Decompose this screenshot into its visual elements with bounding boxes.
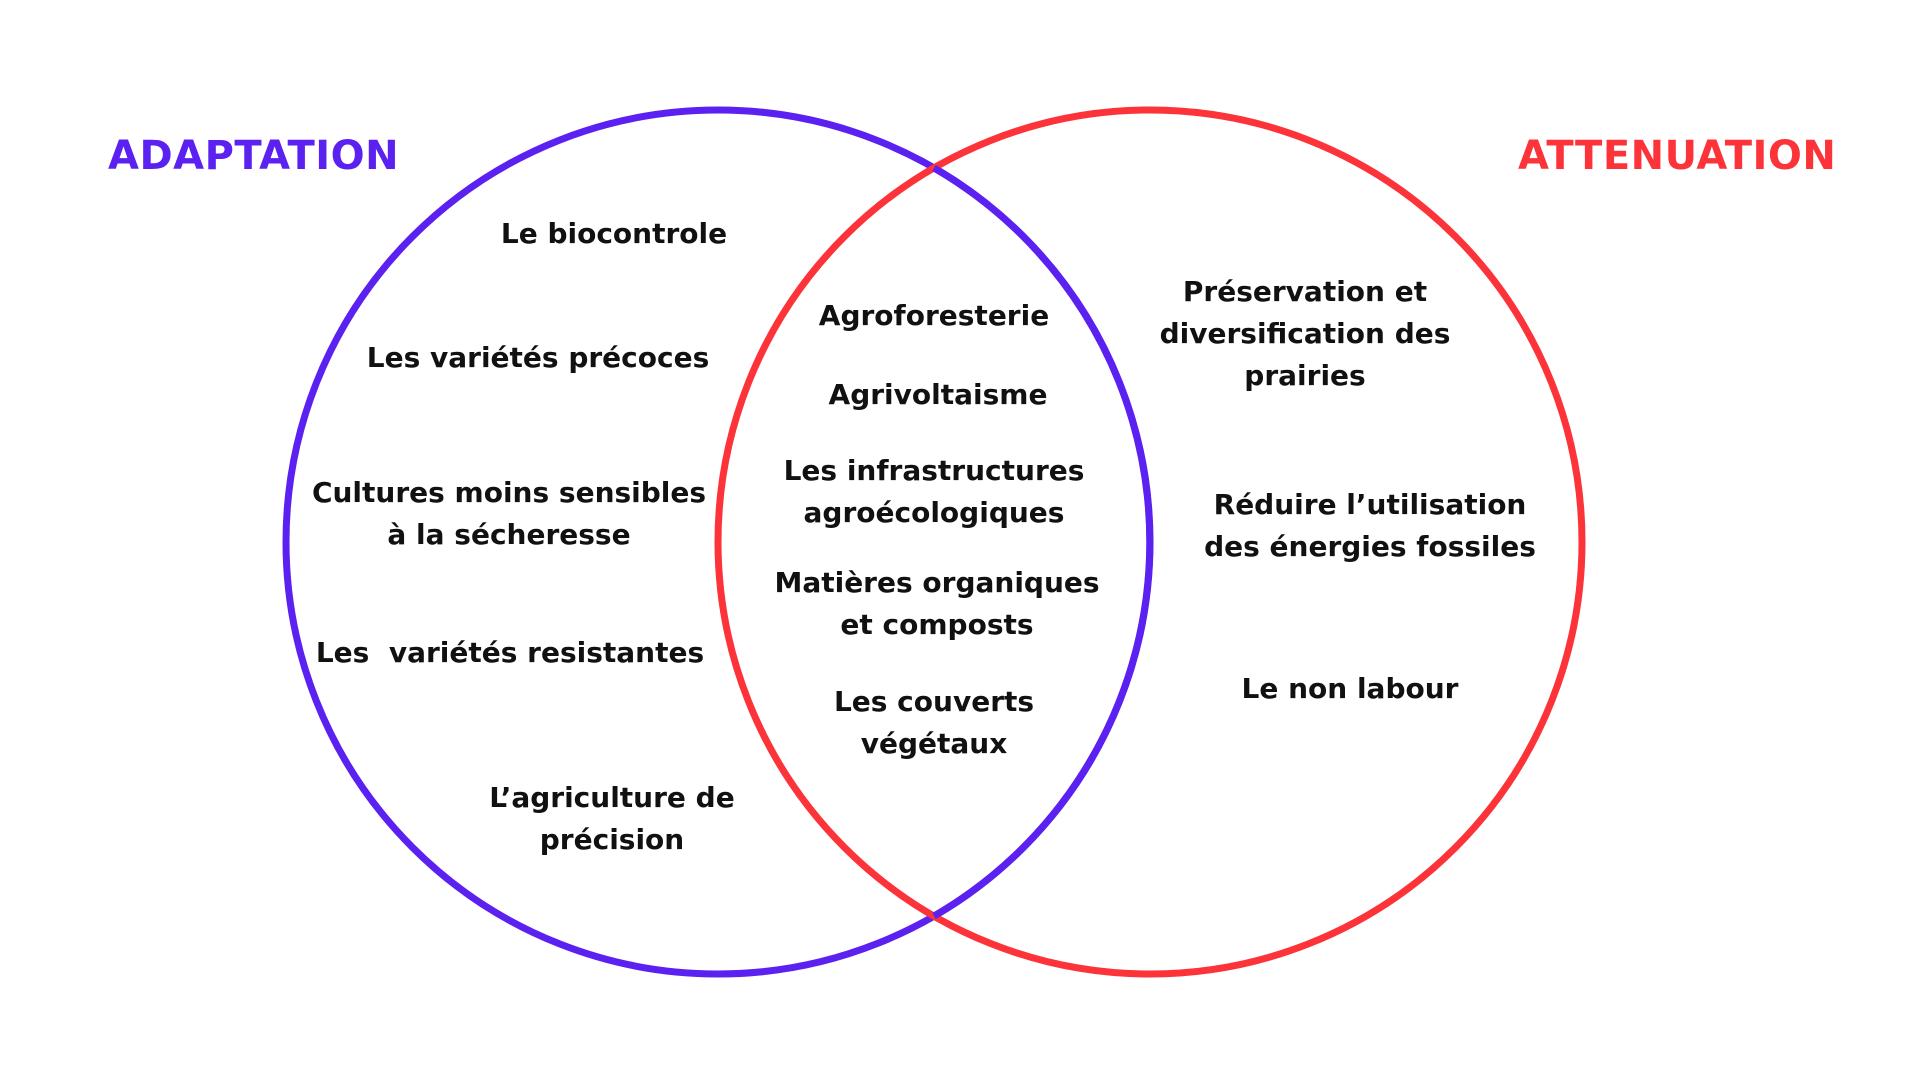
attenuation-title: ATTENUATION	[1518, 133, 1837, 179]
adaptation-item-biocontrole: Le biocontrole	[500, 217, 728, 250]
adaptation-item-varietes-precoces: Les variétés précoces	[366, 341, 710, 374]
intersection-item-infrastructures: Les infrastructures agroécologiques	[783, 454, 1085, 529]
adaptation-item-agriculture-precision: L’agriculture de précision	[489, 781, 735, 856]
intersection-item-agroforesterie: Agroforesterie	[818, 299, 1050, 332]
intersection-item-couverts-vegetaux: Les couverts végétaux	[833, 685, 1035, 760]
attenuation-item-energies-fossiles: Réduire l’utilisation des énergies fossi…	[1204, 488, 1536, 563]
adaptation-title: ADAPTATION	[108, 133, 400, 179]
intersection-adaptation-arc	[932, 164, 1154, 920]
intersection-item-agrivoltaisme: Agrivoltaisme	[828, 378, 1048, 411]
attenuation-item-non-labour: Le non labour	[1241, 672, 1459, 705]
intersection-item-matieres-organiques: Matières organiques et composts	[774, 566, 1100, 641]
adaptation-item-cultures-secheresse: Cultures moins sensibles à la sécheresse	[311, 476, 707, 551]
attenuation-item-prairies: Préservation et diversification des prai…	[1159, 275, 1451, 392]
attenuation-circle	[714, 106, 1586, 978]
adaptation-item-varietes-resistantes: Les variétés resistantes	[315, 636, 705, 669]
